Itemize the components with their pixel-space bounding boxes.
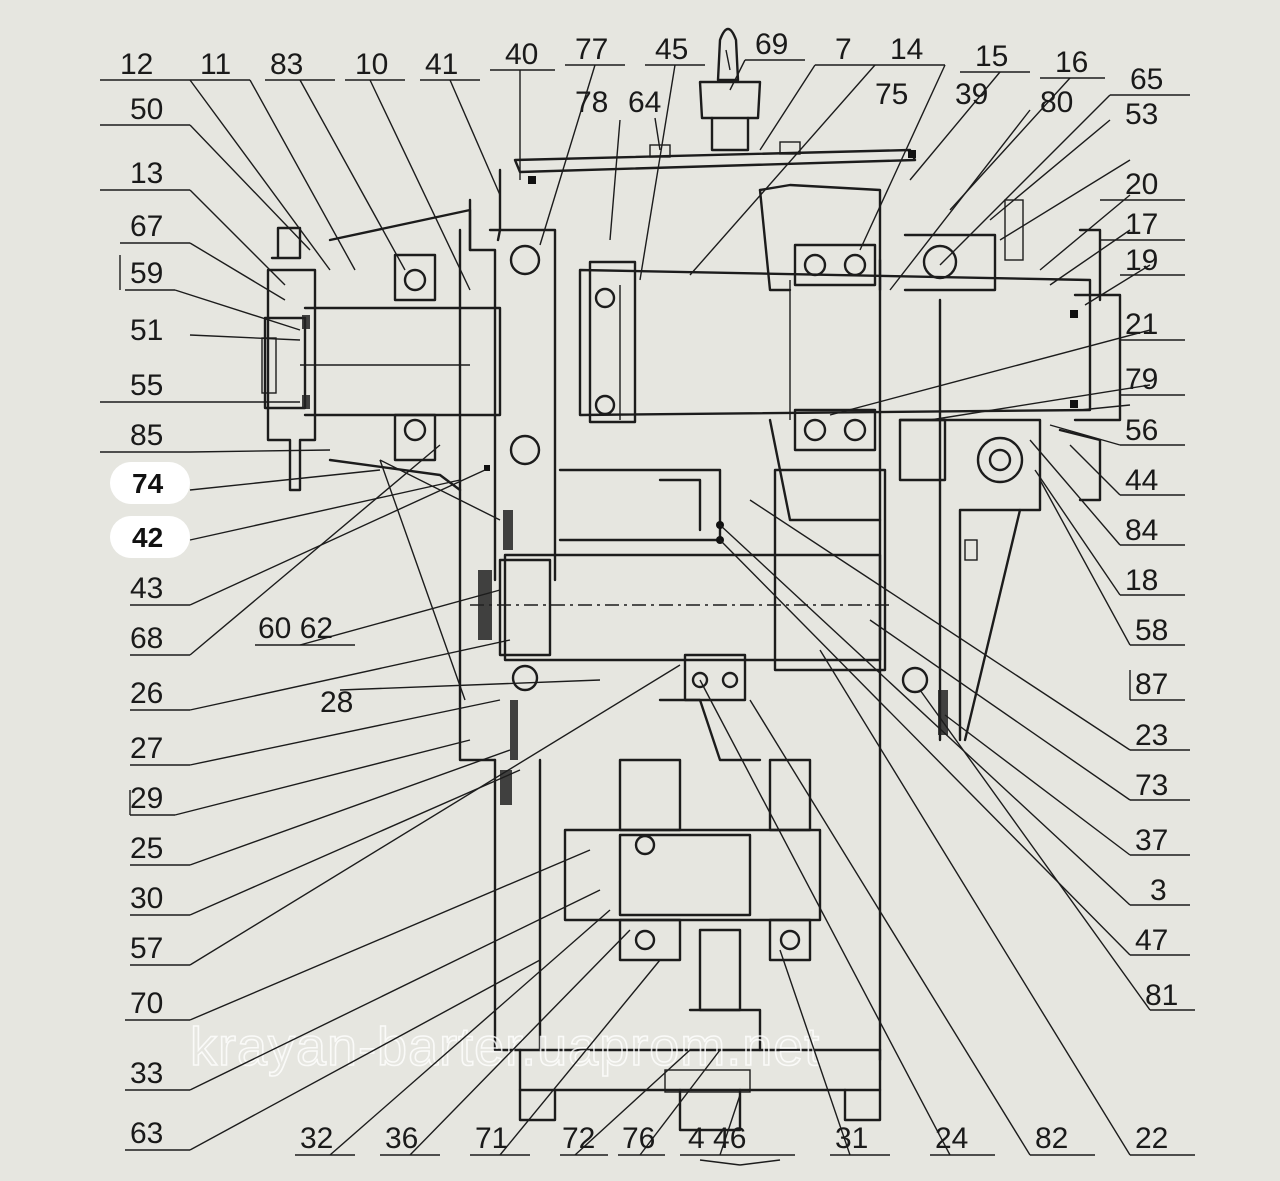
part-label: 47 — [1135, 924, 1168, 957]
part-label: 59 — [130, 257, 163, 290]
part-label: 4 46 — [688, 1122, 746, 1155]
part-label: 82 — [1035, 1122, 1068, 1155]
part-label: 79 — [1125, 363, 1158, 396]
part-label: 76 — [622, 1122, 655, 1155]
part-label: 60 62 — [258, 612, 333, 645]
leader-lines — [100, 59, 1195, 1166]
part-label: 56 — [1125, 414, 1158, 447]
part-label: 7 — [835, 33, 852, 66]
part-label: 58 — [1135, 614, 1168, 647]
part-label: 70 — [130, 987, 163, 1020]
part-label: 40 — [505, 38, 538, 71]
part-label: 19 — [1125, 244, 1158, 277]
part-label: 45 — [655, 33, 688, 66]
part-label: 17 — [1125, 208, 1158, 241]
part-label: 68 — [130, 622, 163, 655]
part-label: 55 — [130, 369, 163, 402]
part-label: 67 — [130, 210, 163, 243]
watermark-text: krayan-barter.uaprom.net — [190, 1017, 820, 1077]
output-shaft — [500, 698, 822, 1052]
part-label: 80 — [1040, 86, 1073, 119]
part-label: 3 — [1150, 874, 1167, 907]
part-label: 28 — [320, 686, 353, 719]
part-label: 75 — [875, 78, 908, 111]
part-label: 25 — [130, 832, 163, 865]
part-label: 84 — [1125, 514, 1158, 547]
part-label: 50 — [130, 93, 163, 126]
intermediate-shaft — [470, 468, 929, 702]
part-labels: 12 11 83 10 41 40 77 45 69 7 14 15 16 65… — [120, 28, 1178, 1155]
part-label: 14 — [890, 33, 923, 66]
breather — [649, 27, 801, 158]
part-label: 87 — [1135, 668, 1168, 701]
part-label: 73 — [1135, 769, 1168, 802]
part-label: 26 — [130, 677, 163, 710]
part-label: 81 — [1145, 979, 1178, 1012]
part-label: 21 — [1125, 308, 1158, 341]
part-label: 23 — [1135, 719, 1168, 752]
part-label: 24 — [935, 1122, 968, 1155]
upper-shaft — [578, 183, 1122, 522]
part-label: 22 — [1135, 1122, 1168, 1155]
part-label: 65 — [1130, 63, 1163, 96]
part-label: 20 — [1125, 168, 1158, 201]
part-label: 13 — [130, 157, 163, 190]
part-label: 32 — [300, 1122, 333, 1155]
part-label: 44 — [1125, 464, 1158, 497]
part-label: 78 — [575, 86, 608, 119]
label-42-pill — [110, 516, 190, 558]
part-label: 57 — [130, 932, 163, 965]
part-label: 36 — [385, 1122, 418, 1155]
part-label: 83 — [270, 48, 303, 81]
part-label: 37 — [1135, 824, 1168, 857]
part-label: 12 — [120, 48, 153, 81]
part-label-bold: 42 — [132, 522, 163, 553]
part-label: 69 — [755, 28, 788, 61]
part-label: 39 — [955, 78, 988, 111]
part-label: 51 — [130, 314, 163, 347]
part-label: 11 — [200, 48, 231, 81]
part-label: 31 — [835, 1122, 868, 1155]
part-label: 43 — [130, 572, 163, 605]
part-label: 18 — [1125, 564, 1158, 597]
label-74-pill — [110, 462, 190, 504]
part-label: 27 — [130, 732, 163, 765]
part-label: 63 — [130, 1117, 163, 1150]
input-shaft — [261, 208, 557, 582]
part-label: 41 — [425, 48, 458, 81]
part-label: 53 — [1125, 98, 1158, 131]
side-bracket — [898, 418, 1042, 742]
part-label-bold: 74 — [132, 468, 164, 499]
part-label: 85 — [130, 419, 163, 452]
part-label: 77 — [575, 33, 608, 66]
part-label: 30 — [130, 882, 163, 915]
part-label: 33 — [130, 1057, 163, 1090]
part-label: 15 — [975, 40, 1008, 73]
part-label: 64 — [628, 86, 661, 119]
part-label: 10 — [355, 48, 388, 81]
part-label: 71 — [475, 1122, 508, 1155]
section-marks — [484, 150, 1078, 760]
part-label: 16 — [1055, 46, 1088, 79]
part-label: 29 — [130, 782, 163, 815]
part-label: 72 — [562, 1122, 595, 1155]
